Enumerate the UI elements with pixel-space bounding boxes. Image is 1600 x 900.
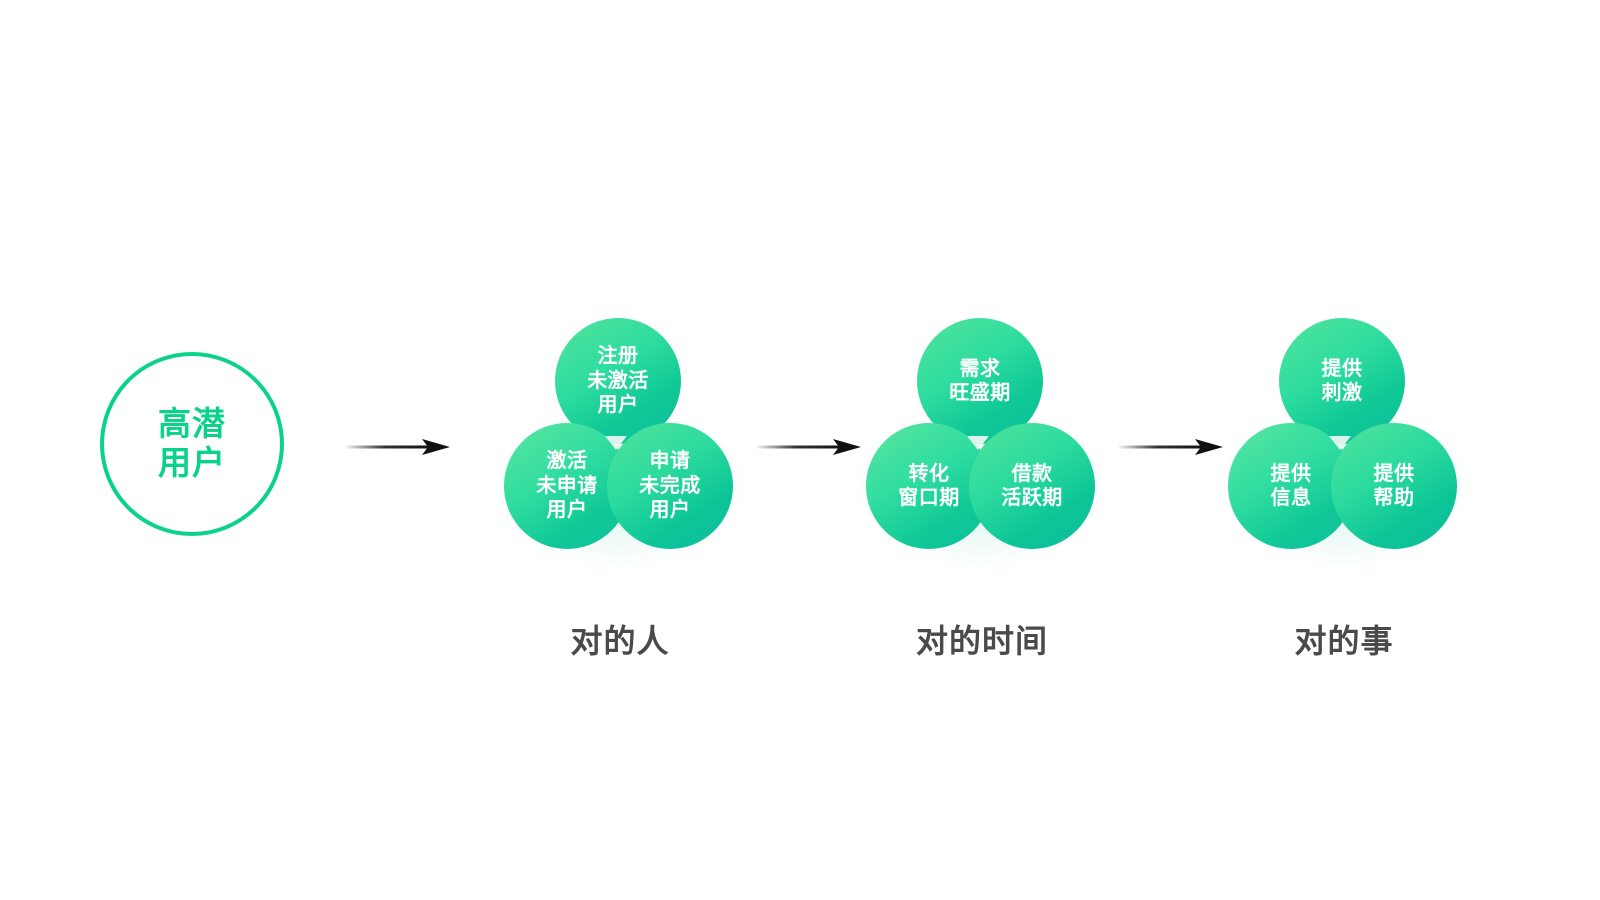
bubble-label: 提供 信息 — [1270, 462, 1312, 509]
start-node-high-potential-users: 高潜 用户 — [100, 352, 284, 536]
caption-cluster-2: 对的时间 — [915, 623, 1048, 659]
bubble-label: 借款 活跃期 — [1001, 462, 1063, 509]
bubble-label: 提供 刺激 — [1321, 357, 1363, 404]
cluster-right-people: 注册 未激活 用户 激活 未申请 用户 申请 未完成 用户 — [495, 318, 745, 568]
bubble-label: 激活 未申请 用户 — [536, 450, 598, 522]
bubble-bottom-right[interactable]: 申请 未完成 用户 — [607, 423, 733, 549]
bubble-label: 提供 帮助 — [1373, 462, 1415, 509]
cluster-right-time: 需求 旺盛期 转化 窗口期 借款 活跃期 — [857, 318, 1107, 568]
arrow-2-icon — [757, 431, 861, 463]
cluster-right-things: 提供 刺激 提供 信息 提供 帮助 — [1219, 318, 1469, 568]
cluster-center-notch — [967, 436, 989, 450]
bubble-bottom-right[interactable]: 提供 帮助 — [1331, 423, 1457, 549]
caption-cluster-3: 对的事 — [1294, 623, 1394, 659]
bubble-label: 需求 旺盛期 — [949, 357, 1011, 404]
cluster-center-notch — [1329, 436, 1351, 450]
bubble-bottom-right[interactable]: 借款 活跃期 — [969, 423, 1095, 549]
start-node-label: 高潜 用户 — [158, 405, 226, 481]
bubble-label: 转化 窗口期 — [898, 462, 960, 509]
cluster-center-notch — [605, 436, 627, 450]
caption-cluster-1: 对的人 — [570, 623, 670, 659]
bubble-label: 注册 未激活 用户 — [587, 345, 649, 417]
arrow-1-icon — [346, 431, 450, 463]
arrow-3-icon — [1119, 431, 1223, 463]
bubble-label: 申请 未完成 用户 — [639, 450, 701, 522]
